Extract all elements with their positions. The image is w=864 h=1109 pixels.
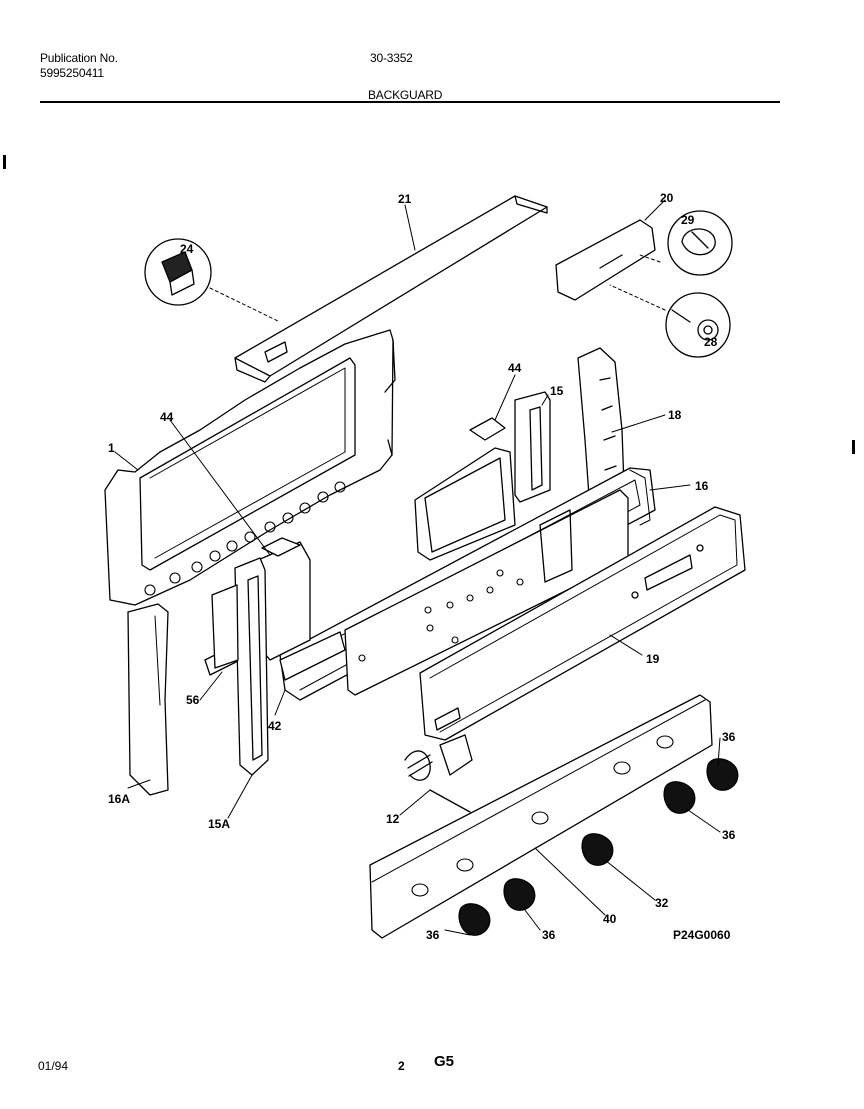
- callout-44-right: 44: [508, 361, 522, 375]
- callout-15: 15: [550, 384, 564, 398]
- callout-56: 56: [186, 693, 200, 707]
- detail-circle-28: [665, 292, 731, 358]
- part-40-manifold-panel: [369, 694, 713, 939]
- callout-24: 24: [180, 242, 194, 256]
- section-title: BACKGUARD: [368, 88, 443, 102]
- part-42-trim-strip: [279, 631, 346, 681]
- callout-44-left: 44: [160, 410, 174, 424]
- model-number: 30-3352: [370, 51, 413, 65]
- part-44-display-module: [414, 417, 516, 561]
- part-44-left-module: [257, 537, 311, 661]
- callout-28: 28: [704, 335, 718, 349]
- detail-circle-24: [144, 238, 212, 306]
- footer-section-code: G5: [434, 1053, 455, 1070]
- callout-16: 16: [695, 479, 709, 493]
- diagram-code: P24G0060: [673, 928, 731, 942]
- detail-circle-29: [667, 210, 733, 276]
- part-15-bracket-right: [514, 391, 551, 503]
- footer-date: 01/94: [38, 1059, 69, 1073]
- header-rule: [40, 101, 780, 103]
- publication-label: Publication No.: [40, 51, 118, 65]
- callout-19: 19: [646, 652, 660, 666]
- callout-labels: 21 24 20 29 28 1 44 44 15 18 16 19 56 42…: [108, 191, 736, 942]
- margin-mark: [3, 155, 6, 169]
- callout-32: 32: [655, 896, 669, 910]
- leader-lines: [114, 199, 721, 936]
- callout-1: 1: [108, 441, 115, 455]
- callout-16a: 16A: [108, 792, 130, 806]
- margin-mark: [852, 440, 855, 454]
- callout-40: 40: [603, 912, 617, 926]
- part-12-switch: [404, 734, 473, 813]
- callout-20: 20: [660, 191, 674, 205]
- part-15a-bracket-left: [211, 557, 269, 776]
- callout-29: 29: [681, 213, 695, 227]
- footer-page-number: 2: [398, 1059, 405, 1073]
- callout-12: 12: [386, 812, 400, 826]
- callout-21: 21: [398, 192, 412, 206]
- callout-42: 42: [268, 719, 282, 733]
- callout-18: 18: [668, 408, 682, 422]
- callout-36-top: 36: [722, 730, 736, 744]
- part-1-backguard-panel: [104, 329, 396, 606]
- callout-36-bottom-right: 36: [542, 928, 556, 942]
- part-20-clock-bracket: [555, 219, 656, 301]
- callout-36-right: 36: [722, 828, 736, 842]
- publication-number: 5995250411: [40, 66, 104, 80]
- part-19-control-overlay: [419, 506, 746, 741]
- part-16a-side-bracket: [127, 603, 169, 796]
- callout-15a: 15A: [208, 817, 230, 831]
- control-knobs: [458, 758, 739, 936]
- part-21-top-trim: [234, 195, 548, 383]
- callout-36-bottom-left: 36: [426, 928, 440, 942]
